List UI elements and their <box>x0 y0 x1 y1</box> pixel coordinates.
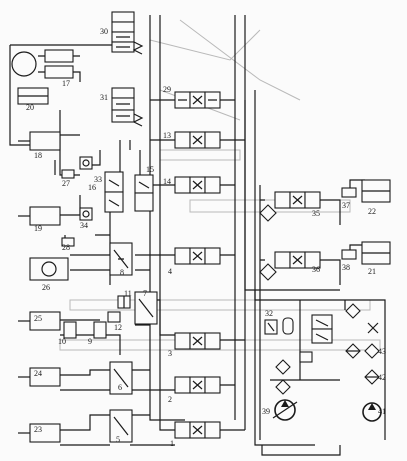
cylinder-24 <box>18 367 61 387</box>
component-number-35: 35 <box>312 209 320 218</box>
filter-pump-b <box>275 379 291 395</box>
component-number-34: 34 <box>80 221 88 230</box>
component-number-12: 12 <box>114 323 122 332</box>
component-number-24: 24 <box>34 369 42 378</box>
pump-39 <box>272 399 298 421</box>
throttle-valve-8 <box>109 242 133 276</box>
component-number-42: 42 <box>378 373 386 382</box>
gauge-27 <box>61 169 75 179</box>
directional-valve-1 <box>174 421 221 439</box>
directional-valve-35 <box>274 191 321 209</box>
filter-diamond-36 <box>259 263 277 281</box>
component-number-37: 37 <box>342 201 350 210</box>
component-number-36: 36 <box>312 265 320 274</box>
component-number-43: 43 <box>378 347 386 356</box>
component-number-30: 30 <box>100 27 108 36</box>
directional-valve-13 <box>174 131 221 149</box>
directional-valve-2 <box>174 376 221 394</box>
cylinder-17 <box>11 49 81 82</box>
block-20 <box>17 87 49 105</box>
component-number-3: 3 <box>168 349 172 358</box>
filter-11 <box>117 295 131 309</box>
component-number-31: 31 <box>100 93 108 102</box>
cylinder-21 <box>361 241 391 265</box>
component-number-10: 10 <box>58 337 66 346</box>
component-number-23: 23 <box>34 425 42 434</box>
cylinder-25 <box>18 311 61 331</box>
component-number-29: 29 <box>163 85 171 94</box>
accumulator-9 <box>93 321 107 339</box>
filter-43 <box>345 343 361 359</box>
throttle-valve-6 <box>109 361 133 395</box>
valve-31 <box>111 87 144 127</box>
relief-box-39 <box>299 351 313 363</box>
cooler-43 <box>364 343 380 359</box>
component-number-20: 20 <box>26 103 34 112</box>
component-number-18: 18 <box>34 151 42 160</box>
component-number-22: 22 <box>368 207 376 216</box>
directional-valve-29 <box>174 91 221 109</box>
valve-30 <box>111 11 144 55</box>
component-number-13: 13 <box>163 131 171 140</box>
gauge-12 <box>107 311 121 323</box>
cylinder-18 <box>18 131 61 151</box>
component-number-14: 14 <box>163 177 171 186</box>
filter-42 <box>364 369 380 385</box>
solenoid-valve-pump <box>311 314 333 344</box>
component-number-15: 15 <box>146 165 154 174</box>
cylinder-22 <box>361 179 391 203</box>
component-number-2: 2 <box>168 395 172 404</box>
directional-valve-36 <box>274 251 321 269</box>
component-number-33: 33 <box>94 175 102 184</box>
component-number-25: 25 <box>34 314 42 323</box>
valve-15 <box>134 174 154 212</box>
accumulator-top <box>282 317 294 335</box>
pump-41 <box>362 402 382 422</box>
component-number-32: 32 <box>265 309 273 318</box>
number-labels: 1234567891011121314151617181920212223242… <box>26 27 386 448</box>
motor-26 <box>29 257 69 281</box>
throttle-valve-7 <box>134 291 158 325</box>
pipe-network <box>9 15 386 446</box>
directional-valve-4 <box>174 247 221 265</box>
component-number-16: 16 <box>88 183 96 192</box>
component-number-27: 27 <box>62 179 70 188</box>
filter-pump-a <box>275 359 291 375</box>
cylinder-23 <box>18 423 61 443</box>
component-number-21: 21 <box>368 267 376 276</box>
needle-valve-right <box>367 322 379 334</box>
gauge-37 <box>341 187 357 198</box>
throttle-valve-5 <box>109 409 133 443</box>
component-number-17: 17 <box>62 79 70 88</box>
component-number-7: 7 <box>143 289 147 298</box>
filter-top-right <box>345 303 361 319</box>
component-number-19: 19 <box>34 224 42 233</box>
valve-32 <box>264 319 278 335</box>
component-number-9: 9 <box>88 337 92 346</box>
component-number-5: 5 <box>116 435 120 444</box>
component-number-11: 11 <box>124 289 132 298</box>
directional-valve-14 <box>174 176 221 194</box>
gauge-28 <box>61 237 75 247</box>
component-number-38: 38 <box>342 263 350 272</box>
check-valve-33 <box>79 156 93 170</box>
component-number-6: 6 <box>118 383 122 392</box>
accumulator-10 <box>63 321 77 339</box>
component-number-1: 1 <box>170 439 174 448</box>
gauge-38 <box>341 249 357 260</box>
component-number-26: 26 <box>42 283 50 292</box>
valve-16 <box>104 171 124 213</box>
directional-valve-3 <box>174 332 221 350</box>
component-number-28: 28 <box>62 243 70 252</box>
component-number-8: 8 <box>120 268 124 277</box>
tank-bottom <box>261 445 341 456</box>
check-valve-34 <box>79 207 93 221</box>
component-number-41: 41 <box>378 407 386 416</box>
component-number-39: 39 <box>262 407 270 416</box>
component-number-4: 4 <box>168 267 172 276</box>
filter-diamond-35 <box>259 204 277 222</box>
cylinder-19 <box>18 206 61 226</box>
